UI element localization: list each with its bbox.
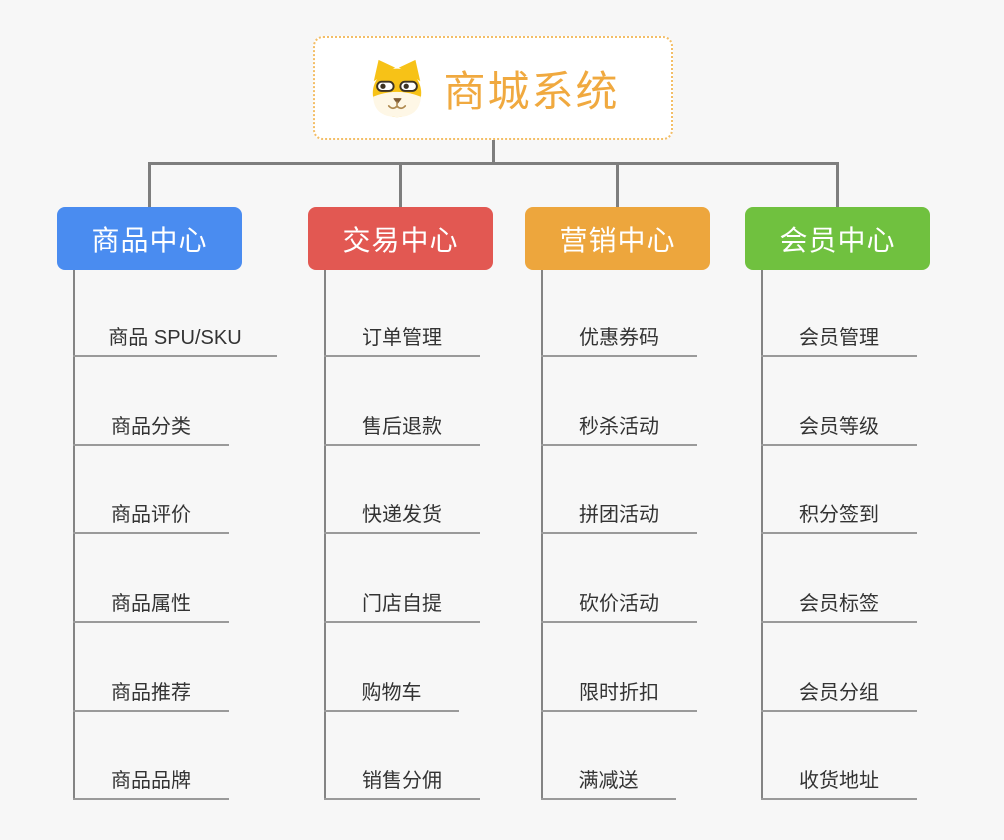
branch-item[interactable]: 商品评价 xyxy=(73,499,229,534)
branch-item[interactable]: 限时折扣 xyxy=(541,677,697,712)
connector-branch-drop xyxy=(148,162,151,208)
branch-item[interactable]: 门店自提 xyxy=(324,588,480,623)
branch-item[interactable]: 积分签到 xyxy=(761,499,917,534)
branch-trunk-line xyxy=(324,270,326,800)
branch-item[interactable]: 售后退款 xyxy=(324,411,480,446)
branch-header[interactable]: 商品中心 xyxy=(57,207,242,270)
branch-item[interactable]: 订单管理 xyxy=(324,322,480,357)
connector-branch-drop xyxy=(399,162,402,208)
branch-item[interactable]: 商品 SPU/SKU xyxy=(73,322,277,357)
branch-item[interactable]: 收货地址 xyxy=(761,765,917,800)
branch-header[interactable]: 交易中心 xyxy=(308,207,493,270)
connector-horizontal-rail xyxy=(148,162,839,165)
branch-item[interactable]: 会员分组 xyxy=(761,677,917,712)
connector-branch-drop xyxy=(836,162,839,208)
connector-branch-drop xyxy=(616,162,619,208)
branch-item[interactable]: 会员管理 xyxy=(761,322,917,357)
dog-face-icon xyxy=(366,57,428,119)
connector-root-stub xyxy=(491,140,495,165)
branch-item[interactable]: 购物车 xyxy=(324,677,459,712)
branch-item[interactable]: 快递发货 xyxy=(324,499,480,534)
branch-header[interactable]: 会员中心 xyxy=(745,207,930,270)
branch-item[interactable]: 商品品牌 xyxy=(73,765,229,800)
branch-item[interactable]: 秒杀活动 xyxy=(541,411,697,446)
branch-item[interactable]: 会员等级 xyxy=(761,411,917,446)
branch-item[interactable]: 会员标签 xyxy=(761,588,917,623)
branch-item[interactable]: 砍价活动 xyxy=(541,588,697,623)
branch-trunk-line xyxy=(761,270,763,800)
branch-trunk-line xyxy=(73,270,75,800)
branch-item[interactable]: 商品推荐 xyxy=(73,677,229,712)
branch-item[interactable]: 销售分佣 xyxy=(324,765,480,800)
branch-item[interactable]: 商品属性 xyxy=(73,588,229,623)
branch-item[interactable]: 优惠券码 xyxy=(541,322,697,357)
branch-header[interactable]: 营销中心 xyxy=(525,207,710,270)
root-title: 商城系统 xyxy=(443,67,620,115)
branch-item[interactable]: 拼团活动 xyxy=(541,499,697,534)
branch-trunk-line xyxy=(541,270,543,800)
branch-item[interactable]: 满减送 xyxy=(541,765,676,800)
branch-item[interactable]: 商品分类 xyxy=(73,411,229,446)
root-node[interactable]: 商城系统 xyxy=(313,36,673,140)
